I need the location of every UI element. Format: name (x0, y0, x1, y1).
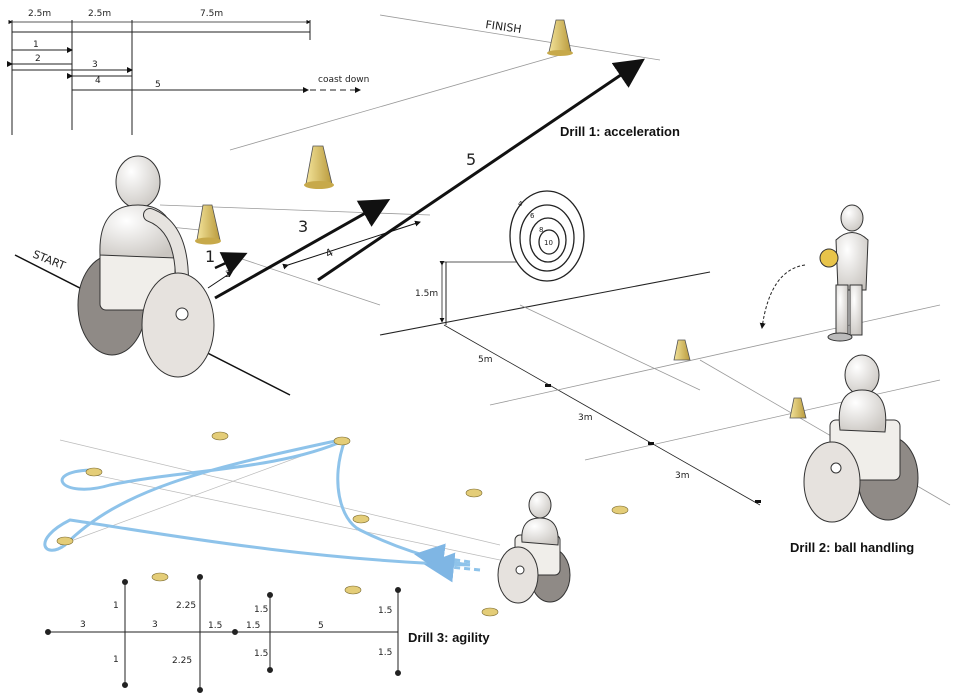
line-5-label: 5 (155, 80, 161, 90)
agility-path (43, 437, 471, 567)
dim-1b: 1 (113, 655, 119, 665)
path-arrow-2 (424, 552, 481, 583)
measurement-scheme (7, 19, 361, 135)
dim-15f: 1.5 (378, 648, 392, 658)
drill1-arrows (207, 58, 645, 300)
cone-near (195, 204, 221, 245)
drill2-caption: Drill 2: ball handling (790, 540, 915, 555)
target-height-label: 1.5m (415, 289, 438, 299)
dim-225a: 2.25 (176, 601, 196, 611)
drill1-caption: Drill 1: acceleration (560, 124, 680, 139)
cone-drill2-a (673, 339, 691, 361)
ring-10-label: 10 (544, 239, 553, 247)
dim-15d: 1.5 (254, 649, 268, 659)
standing-person (819, 204, 869, 342)
dim-15c: 1.5 (254, 605, 268, 615)
height-dim (439, 261, 520, 323)
dim-3a: 3 (80, 620, 86, 630)
arrow-5-label: 5 (466, 150, 476, 169)
dim-5: 5 (318, 621, 324, 631)
start-label: START (31, 248, 68, 273)
throw-arc (759, 264, 806, 329)
arrow-3-label: 3 (298, 217, 308, 236)
coast-down-label: coast down (318, 75, 369, 85)
seg-1-label: 2.5m (28, 9, 51, 19)
arrow-2 (207, 271, 233, 289)
line-1-label: 1 (33, 40, 39, 50)
line-4-label: 4 (95, 76, 101, 86)
ring-8-label: 8 (539, 226, 543, 234)
dist-1-label: 5m (478, 355, 493, 365)
arrow-5 (317, 58, 645, 282)
dim-1a: 1 (113, 601, 119, 611)
ring-6-label: 6 (530, 212, 535, 220)
arrow-4 (282, 220, 421, 270)
line-3-label: 3 (92, 60, 98, 70)
dim-225b: 2.25 (172, 656, 192, 666)
athlete-drill2 (803, 354, 919, 523)
drill3-dimensions (45, 574, 401, 693)
dim-15e: 1.5 (378, 606, 392, 616)
arrow-1-label: 1 (205, 247, 215, 266)
seg-2-label: 2.5m (88, 9, 111, 19)
finish-label: FINISH (485, 18, 523, 36)
dim-15a: 1.5 (208, 621, 222, 631)
dim-15b: 1.5 (246, 621, 260, 631)
arrow-4-label: 4 (323, 246, 336, 261)
arrow-2-label: 2 (225, 270, 231, 280)
arrow-1 (214, 252, 248, 275)
seg-3-label: 7.5m (200, 9, 223, 19)
cone-finish (547, 19, 573, 56)
dist-ticks (545, 384, 761, 503)
drill3-court (59, 439, 501, 561)
dist-3-label: 3m (675, 471, 690, 481)
cone-mid (304, 145, 334, 189)
drill3-markers (56, 431, 629, 617)
line-2-label: 2 (35, 54, 41, 64)
athlete-drill1 (77, 155, 215, 378)
dist-2-label: 3m (578, 413, 593, 423)
target (509, 190, 585, 282)
athlete-drill3 (497, 491, 571, 604)
cone-drill2-b (789, 397, 807, 419)
ring-4-label: 4 (518, 200, 523, 208)
drill3-caption: Drill 3: agility (408, 630, 490, 645)
dim-3b: 3 (152, 620, 158, 630)
